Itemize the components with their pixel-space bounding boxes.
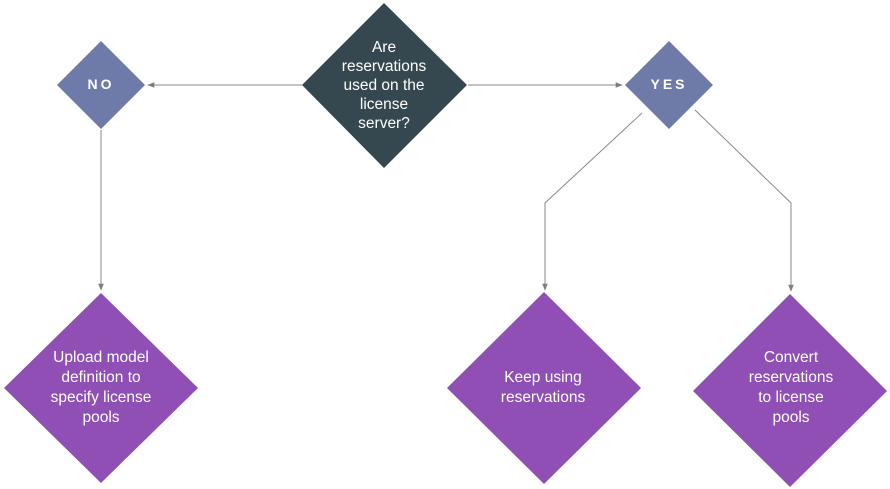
upload-diamond <box>4 293 198 483</box>
connector-yes-to-keep <box>542 112 643 291</box>
yes-diamond <box>625 41 713 129</box>
no-label: NO <box>87 76 115 92</box>
keep-diamond <box>447 292 641 484</box>
convert-diamond <box>693 294 887 487</box>
question-diamond <box>302 3 467 168</box>
convert-label: Convert reservations to license pools <box>748 349 834 426</box>
keep-label: Keep using reservations <box>500 369 586 406</box>
connector-yes-to-convert <box>694 109 794 292</box>
no-diamond <box>57 41 145 129</box>
yes-label: YES <box>650 76 688 92</box>
question-label: Are reservations used on the license ser… <box>341 38 427 132</box>
upload-label: Upload model definition to specify licen… <box>50 349 152 426</box>
